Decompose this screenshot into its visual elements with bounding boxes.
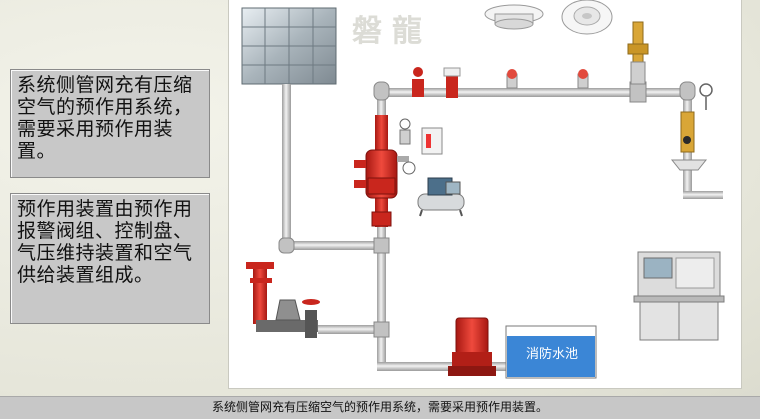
end-test-valve	[672, 112, 706, 170]
fire-pool-label: 消防水池	[510, 343, 594, 362]
water-tank	[242, 8, 336, 84]
pipe-valve-red-1	[412, 67, 424, 97]
exhaust-valve	[628, 22, 648, 84]
smoke-detector	[485, 5, 543, 29]
sprinkler-head-2	[578, 69, 588, 88]
sprinkler-head-1	[507, 69, 517, 88]
fire-pump	[448, 318, 496, 376]
pressure-gauge	[700, 84, 712, 110]
air-compressor	[418, 178, 464, 216]
alarm-valve-assembly	[354, 115, 415, 227]
fire-control-cabinet	[634, 252, 724, 340]
pipe-valve-red-2	[444, 68, 460, 98]
control-box	[422, 128, 442, 154]
heat-detector	[562, 0, 612, 34]
pump-adapter-red	[246, 262, 274, 324]
caption-bar: 系统侧管网充有压缩空气的预作用系统，需要采用预作用装置。	[0, 396, 760, 419]
gate-valve	[302, 299, 320, 338]
